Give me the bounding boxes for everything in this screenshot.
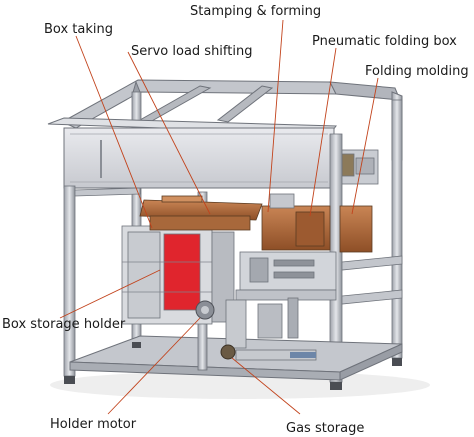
label-folding-molding: Folding molding: [365, 64, 469, 79]
gas-storage: [220, 344, 317, 361]
stamping-section: [139, 195, 263, 231]
front-post-left: [63, 185, 76, 377]
leader-stamping-forming: [267, 19, 284, 213]
box-storage-holder: [121, 225, 235, 325]
pneumatic-section: [261, 193, 373, 253]
red-panel: [163, 233, 201, 311]
leader-servo-load-shifting: [127, 51, 211, 215]
top-cover: [47, 117, 337, 189]
label-servo-load-shifting: Servo load shifting: [131, 44, 252, 59]
holder-motor: [195, 300, 215, 320]
label-box-taking: Box taking: [44, 22, 113, 37]
label-holder-motor: Holder motor: [50, 417, 137, 432]
label-box-storage-holder: Box storage holder: [2, 317, 126, 332]
leader-holder-motor: [107, 317, 201, 415]
leader-lines: [59, 19, 379, 415]
label-pneumatic-folding-box: Pneumatic folding box: [312, 34, 457, 49]
leader-folding-molding: [351, 77, 379, 215]
leader-box-storage-holder: [59, 269, 161, 319]
feet: [64, 342, 402, 390]
label-gas-storage: Gas storage: [286, 421, 364, 436]
leader-gas-storage: [231, 357, 301, 415]
label-stamping-forming: Stamping & forming: [190, 4, 321, 19]
leader-pneumatic-folding-box: [309, 47, 337, 217]
back-post-right: [391, 99, 403, 359]
leader-box-taking: [75, 35, 153, 229]
central-mechanism: [225, 251, 337, 349]
